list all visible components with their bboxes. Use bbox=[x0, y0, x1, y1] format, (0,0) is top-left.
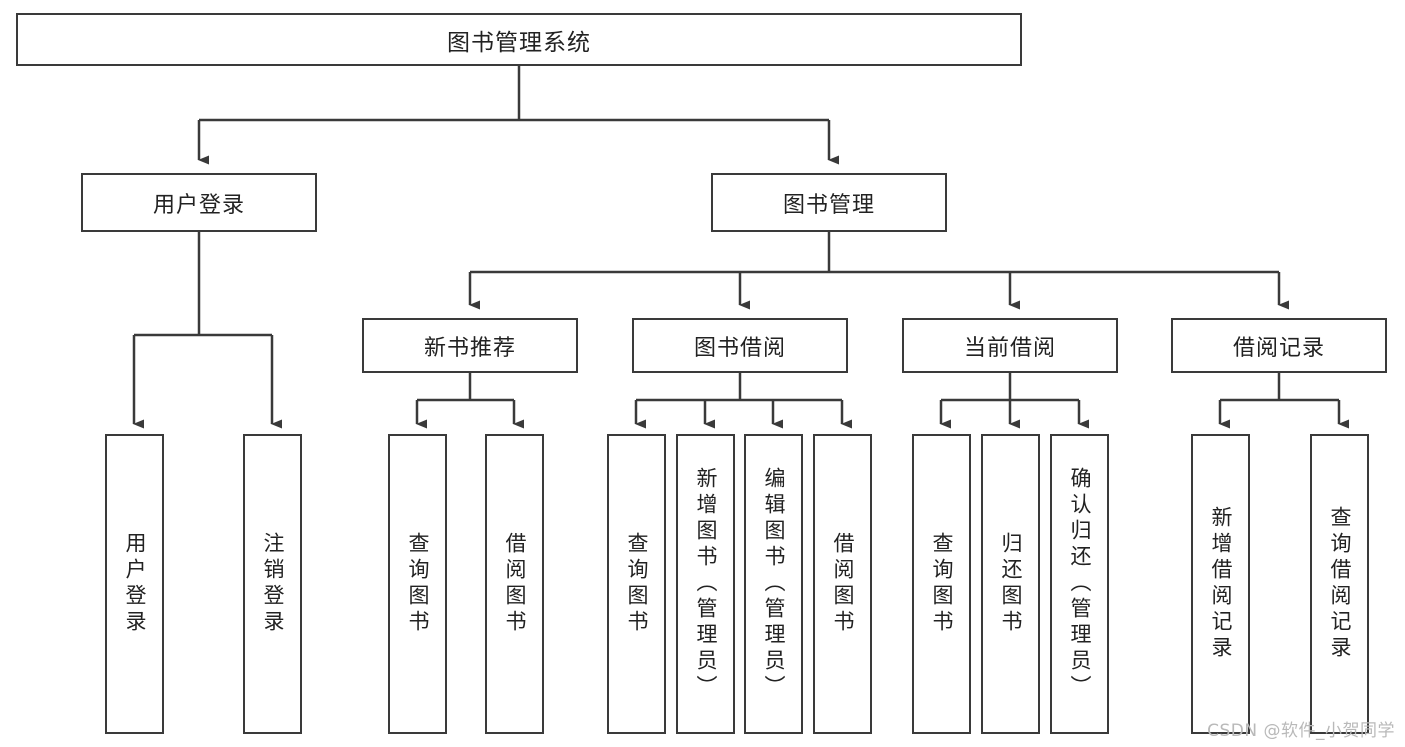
leaf-edit-book-admin[interactable]: 编辑图书（管理员） bbox=[744, 434, 803, 734]
node-label: 图书管理系统 bbox=[447, 29, 591, 56]
node-label: 借阅图书 bbox=[503, 532, 527, 636]
node-user-login[interactable]: 用户登录 bbox=[81, 173, 317, 232]
node-label: 新增图书（管理员） bbox=[694, 467, 718, 701]
node-label: 查询借阅记录 bbox=[1328, 506, 1352, 662]
leaf-query-book-borrow[interactable]: 查询图书 bbox=[607, 434, 666, 734]
node-label: 新书推荐 bbox=[423, 335, 516, 361]
node-label: 图书管理 bbox=[782, 192, 875, 218]
node-label: 图书借阅 bbox=[693, 335, 786, 361]
node-label: 用户登录 bbox=[152, 192, 245, 218]
leaf-return-book[interactable]: 归还图书 bbox=[981, 434, 1040, 734]
node-label: 确认归还（管理员） bbox=[1068, 467, 1092, 701]
node-label: 借阅记录 bbox=[1232, 335, 1325, 361]
node-book-management[interactable]: 图书管理 bbox=[711, 173, 947, 232]
leaf-confirm-return-admin[interactable]: 确认归还（管理员） bbox=[1050, 434, 1109, 734]
leaf-borrow-book-recommend[interactable]: 借阅图书 bbox=[485, 434, 544, 734]
node-label: 编辑图书（管理员） bbox=[762, 467, 786, 701]
node-label: 查询图书 bbox=[930, 532, 954, 636]
node-label: 借阅图书 bbox=[831, 532, 855, 636]
node-borrow-record[interactable]: 借阅记录 bbox=[1171, 318, 1387, 373]
leaf-user-login[interactable]: 用户登录 bbox=[105, 434, 164, 734]
leaf-query-book-recommend[interactable]: 查询图书 bbox=[388, 434, 447, 734]
node-current-borrow[interactable]: 当前借阅 bbox=[902, 318, 1118, 373]
node-label: 查询图书 bbox=[406, 532, 430, 636]
node-root-system[interactable]: 图书管理系统 bbox=[16, 13, 1022, 66]
leaf-add-book-admin[interactable]: 新增图书（管理员） bbox=[676, 434, 735, 734]
node-label: 用户登录 bbox=[123, 532, 147, 636]
node-label: 新增借阅记录 bbox=[1209, 506, 1233, 662]
leaf-query-book-current[interactable]: 查询图书 bbox=[912, 434, 971, 734]
leaf-logout[interactable]: 注销登录 bbox=[243, 434, 302, 734]
node-book-borrow[interactable]: 图书借阅 bbox=[632, 318, 848, 373]
node-new-book-recommend[interactable]: 新书推荐 bbox=[362, 318, 578, 373]
node-label: 注销登录 bbox=[261, 532, 285, 636]
leaf-query-borrow-record[interactable]: 查询借阅记录 bbox=[1310, 434, 1369, 734]
node-label: 归还图书 bbox=[999, 532, 1023, 636]
node-label: 查询图书 bbox=[625, 532, 649, 636]
leaf-borrow-book[interactable]: 借阅图书 bbox=[813, 434, 872, 734]
node-label: 当前借阅 bbox=[963, 335, 1056, 361]
leaf-add-borrow-record[interactable]: 新增借阅记录 bbox=[1191, 434, 1250, 734]
